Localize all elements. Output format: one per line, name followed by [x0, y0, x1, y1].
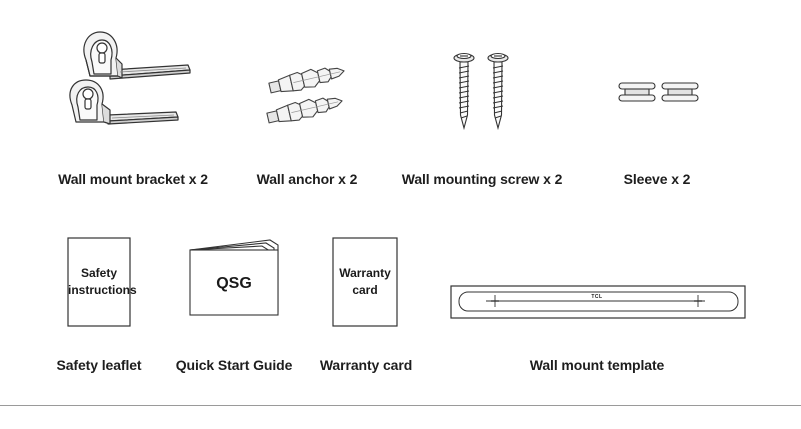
safety-leaflet-text: Safety instructions [68, 265, 137, 299]
wall-mount-bracket-icon [69, 31, 191, 125]
warranty-card-text-line1: Warranty [339, 266, 391, 280]
label-quick-start-guide: Quick Start Guide [175, 357, 293, 373]
label-wall-mount-bracket: Wall mount bracket x 2 [58, 171, 208, 187]
label-safety-leaflet: Safety leaflet [56, 357, 142, 373]
quick-start-guide-text: QSG [216, 275, 252, 292]
label-wall-anchor: Wall anchor x 2 [256, 171, 358, 187]
warranty-card-text-line2: card [352, 283, 378, 297]
label-wall-mount-template: Wall mount template [529, 357, 665, 373]
label-wall-mounting-screw: Wall mounting screw x 2 [401, 171, 563, 187]
template-brand-text: TCL [591, 294, 603, 300]
safety-leaflet-text-line1: Safety [80, 266, 118, 280]
bottom-divider [0, 405, 801, 406]
wall-mount-template-icon [450, 285, 746, 319]
safety-leaflet-icon [67, 237, 131, 327]
quick-start-guide-icon [189, 239, 279, 316]
warranty-card-text: Warranty card [333, 265, 397, 299]
wall-anchor-icon [266, 67, 345, 124]
warranty-card-icon [332, 237, 398, 327]
label-warranty-card: Warranty card [319, 357, 413, 373]
wall-mounting-screw-icon [453, 52, 509, 131]
safety-leaflet-text-line2: instructions [68, 283, 137, 297]
sleeve-icon [618, 82, 699, 102]
label-sleeve: Sleeve x 2 [623, 171, 691, 187]
